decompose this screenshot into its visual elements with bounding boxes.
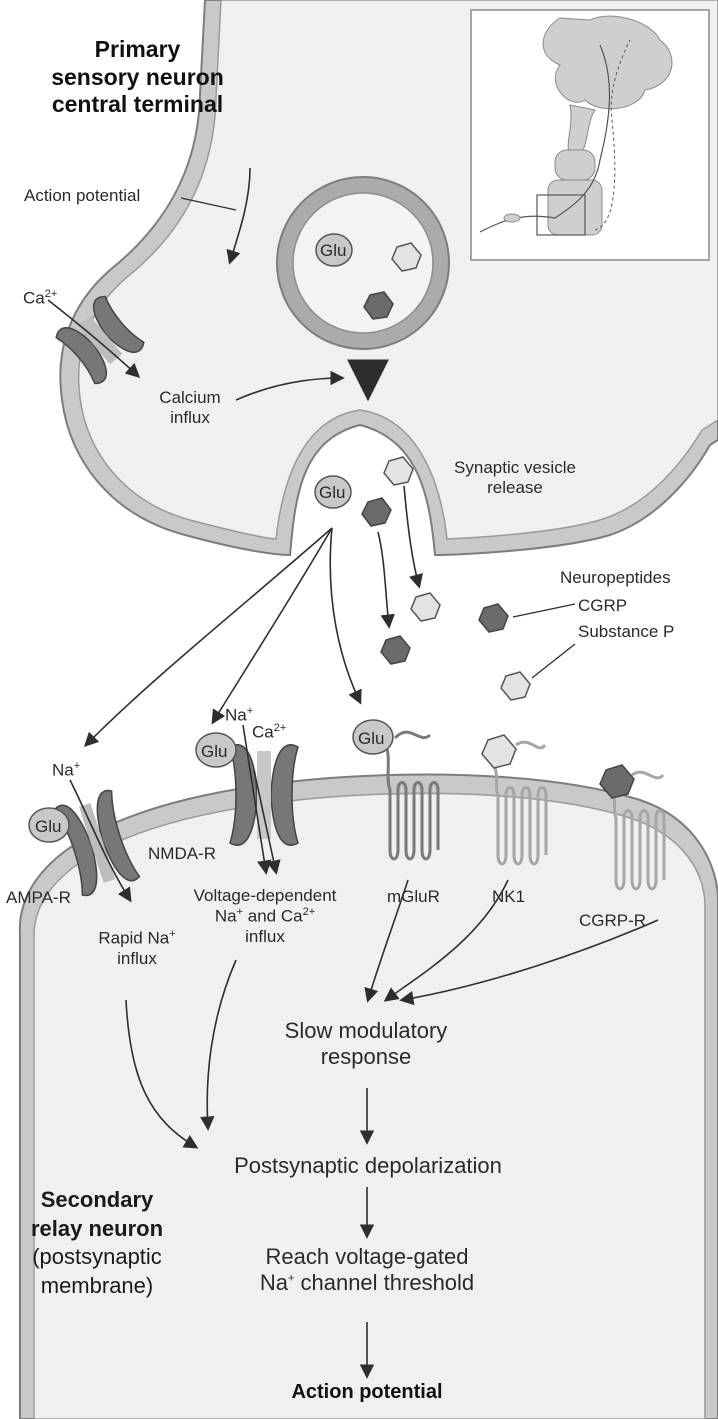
released-peptides [380,592,576,701]
nmda-ca-label: Ca2+ [252,722,287,742]
cgrp-label: CGRP [578,596,628,615]
light-neuropeptide [391,242,422,272]
anatomy-inset [470,9,710,261]
presynaptic-title-line-3: central terminal [51,91,224,118]
cgrp-r-receptor [608,770,666,891]
synaptic-vesicle-release-label: Synaptic vesicle release [454,458,576,498]
cgrp-r-label: CGRP-R [579,911,647,930]
release-glu-label: Glu [319,483,346,502]
nmda-na-label: Na+ [225,705,254,725]
postsynaptic-neuron [18,773,718,1419]
mglur-receptor [383,730,440,861]
substance-p-label: Substance P [578,622,675,641]
nmda-receptor [229,744,299,846]
nmda-glu-label: Glu [201,742,228,761]
threshold-label: Reach voltage-gated Na+ channel threshol… [259,1244,475,1296]
ampa-r-label: AMPA-R [6,888,71,907]
presynaptic-title: Primary sensory neuron central terminal [50,36,225,119]
calcium-ion-label: Ca2+ [23,288,58,308]
ampa-receptor [53,789,141,897]
cgrp-legend-hexagon [478,603,509,633]
postsynaptic-depolarization-label: Postsynaptic depolarization [234,1153,502,1178]
dark-neuropeptide [363,291,394,320]
nk1-receptor [490,740,548,866]
synaptic-vesicle [276,176,450,350]
postsynaptic-title: Secondary relay neuron (postsynaptic mem… [30,1187,164,1298]
ampa-ion-label: Na+ [52,760,81,780]
vesicle-glu-label: Glu [320,241,347,260]
substance-p-legend-hexagon [500,671,531,701]
flow-arrows [47,167,659,1379]
nmda-effect-label: Voltage-dependent Na+ and Ca2+ influx [193,886,337,947]
glutamate-molecule [315,233,353,267]
calcium-influx-label: Calcium influx [159,388,221,428]
action-potential-label: Action potential [24,186,141,205]
mglur-label: mGluR [387,887,440,906]
mglur-glu-label: Glu [358,729,385,748]
ampa-glu-label: Glu [35,817,62,836]
neuropeptides-heading: Neuropeptides [560,568,671,587]
ampa-effect-label: Rapid Na+ influx [98,928,176,969]
presynaptic-title-line-2: sensory neuron [51,63,224,90]
nmda-r-label: NMDA-R [148,844,216,863]
fused-vesicle-contents [314,456,414,527]
slow-modulatory-response-label: Slow modulatory response [284,1018,448,1070]
nk1-label: NK1 [492,887,526,906]
presynaptic-title-line-1: Primary [94,36,181,62]
final-action-potential-label: Action potential [291,1381,443,1403]
